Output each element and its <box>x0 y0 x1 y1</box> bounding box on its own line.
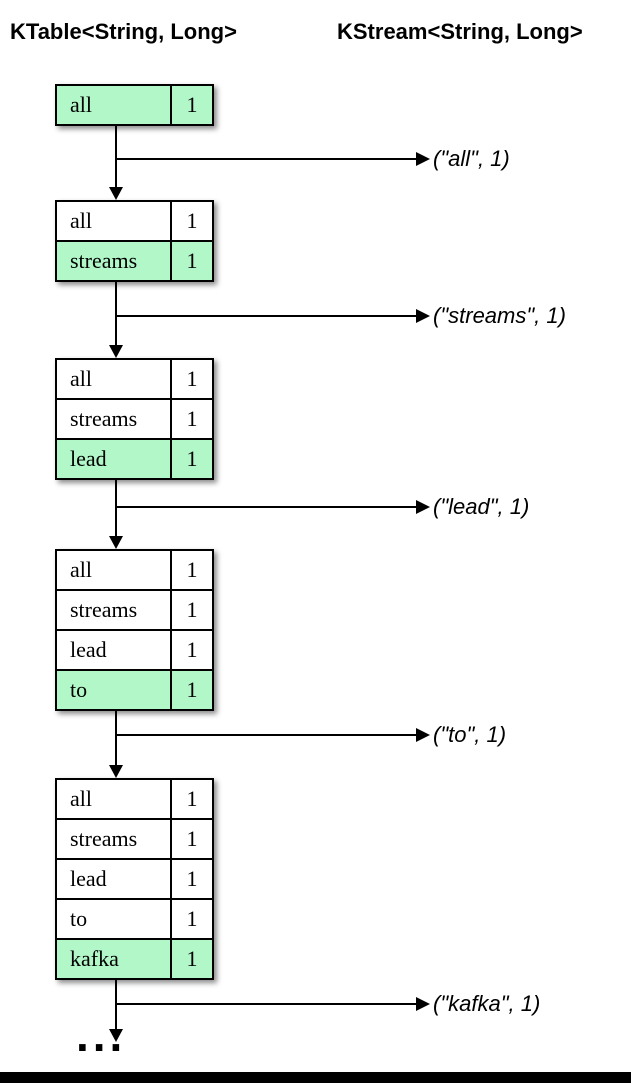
connector-line <box>115 480 117 536</box>
table-row: lead 1 <box>57 440 212 478</box>
arrow-right-icon <box>416 728 430 742</box>
row-key: all <box>57 780 172 818</box>
table-row: to 1 <box>57 671 212 709</box>
continuation-ellipsis: ... <box>76 1009 127 1061</box>
table-row: all 1 <box>57 86 212 124</box>
row-key: all <box>57 360 172 398</box>
arrow-down-icon <box>109 1029 123 1042</box>
stream-record-label: ("streams", 1) <box>433 303 566 328</box>
arrow-down-icon <box>109 536 123 549</box>
row-key: streams <box>57 400 172 438</box>
branch-line <box>116 158 416 160</box>
row-value: 1 <box>186 366 198 391</box>
stream-record-label: ("kafka", 1) <box>433 991 541 1016</box>
row-value: 1 <box>186 446 198 471</box>
row-key: streams <box>57 591 172 629</box>
row-value: 1 <box>186 866 198 891</box>
row-key: streams <box>57 820 172 858</box>
row-value: 1 <box>186 677 198 702</box>
table-row: lead 1 <box>57 860 212 900</box>
stream-record-label: ("to", 1) <box>433 722 507 747</box>
row-value: 1 <box>186 208 198 233</box>
arrow-right-icon <box>416 152 430 166</box>
row-value: 1 <box>186 946 198 971</box>
connector-line <box>115 711 117 765</box>
branch-line <box>116 315 416 317</box>
table-row: all 1 <box>57 360 212 400</box>
table-row: all 1 <box>57 780 212 820</box>
arrow-down-icon <box>109 765 123 778</box>
table-row: streams 1 <box>57 400 212 440</box>
table-row: to 1 <box>57 900 212 940</box>
arrow-right-icon <box>416 309 430 323</box>
row-value: 1 <box>186 92 198 117</box>
arrow-right-icon <box>416 997 430 1011</box>
row-value: 1 <box>186 826 198 851</box>
row-key: lead <box>57 631 172 669</box>
bottom-black-bar <box>0 1072 631 1083</box>
table-row: streams 1 <box>57 591 212 631</box>
branch-line <box>116 1003 416 1005</box>
ktable-state-1: all 1 <box>55 84 214 126</box>
row-key: streams <box>57 242 172 280</box>
row-key: kafka <box>57 940 172 978</box>
arrow-down-icon <box>109 187 123 200</box>
ktable-state-4: all 1 streams 1 lead 1 to 1 <box>55 549 214 711</box>
row-key: all <box>57 551 172 589</box>
kstream-header: KStream<String, Long> <box>337 19 583 44</box>
table-row: all 1 <box>57 202 212 242</box>
row-key: lead <box>57 860 172 898</box>
ktable-state-5: all 1 streams 1 lead 1 to 1 kafka 1 <box>55 778 214 980</box>
row-value: 1 <box>186 786 198 811</box>
ktable-state-2: all 1 streams 1 <box>55 200 214 282</box>
branch-line <box>116 734 416 736</box>
branch-line <box>116 506 416 508</box>
ktable-state-3: all 1 streams 1 lead 1 <box>55 358 214 480</box>
row-key: lead <box>57 440 172 478</box>
table-row: lead 1 <box>57 631 212 671</box>
arrow-right-icon <box>416 500 430 514</box>
row-value: 1 <box>186 248 198 273</box>
table-row: streams 1 <box>57 820 212 860</box>
connector-line <box>115 125 117 187</box>
ktable-header: KTable<String, Long> <box>10 19 237 44</box>
connector-line <box>115 282 117 345</box>
row-key: all <box>57 202 172 240</box>
row-value: 1 <box>186 557 198 582</box>
table-row: streams 1 <box>57 242 212 280</box>
row-key: to <box>57 900 172 938</box>
stream-record-label: ("lead", 1) <box>433 494 530 519</box>
table-row: kafka 1 <box>57 940 212 978</box>
row-key: all <box>57 86 172 124</box>
arrow-down-icon <box>109 345 123 358</box>
row-key: to <box>57 671 172 709</box>
table-row: all 1 <box>57 551 212 591</box>
row-value: 1 <box>186 637 198 662</box>
row-value: 1 <box>186 597 198 622</box>
row-value: 1 <box>186 406 198 431</box>
row-value: 1 <box>186 906 198 931</box>
stream-record-label: ("all", 1) <box>433 146 510 171</box>
